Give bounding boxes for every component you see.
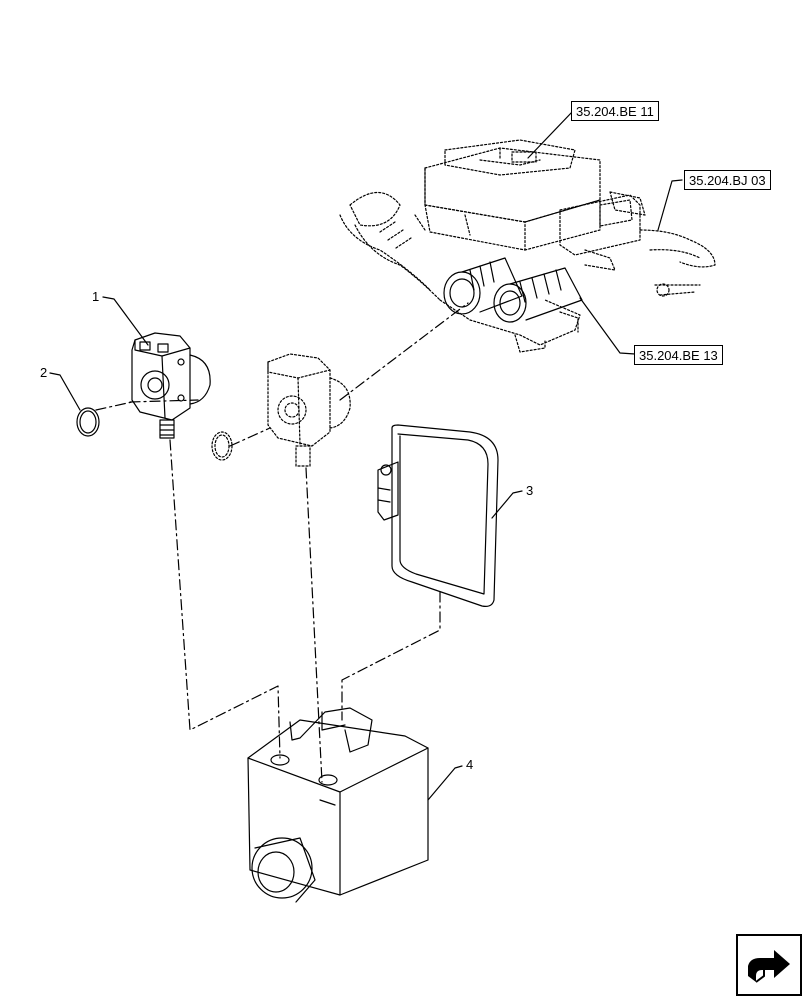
quick-couplers <box>443 257 583 323</box>
next-page-arrow-icon <box>748 950 790 983</box>
reference-box-bj03[interactable]: 35.204.BJ 03 <box>684 170 771 190</box>
leader-lines <box>49 110 683 801</box>
valve-block-assembly <box>339 139 716 353</box>
callout-3: 3 <box>526 483 534 498</box>
reference-box-be11[interactable]: 35.204.BE 11 <box>571 101 659 121</box>
part-1-socket <box>131 332 211 439</box>
callout-4: 4 <box>466 757 474 772</box>
second-socket <box>211 353 351 467</box>
connection-lines <box>95 302 469 783</box>
part-3-seal-frame <box>377 424 499 607</box>
next-page-button[interactable] <box>736 934 802 996</box>
part-2-oring <box>76 407 100 437</box>
part-4-reservoir <box>247 707 429 903</box>
callout-1: 1 <box>92 289 100 304</box>
callout-2: 2 <box>40 365 48 380</box>
reference-box-be13[interactable]: 35.204.BE 13 <box>634 345 723 365</box>
